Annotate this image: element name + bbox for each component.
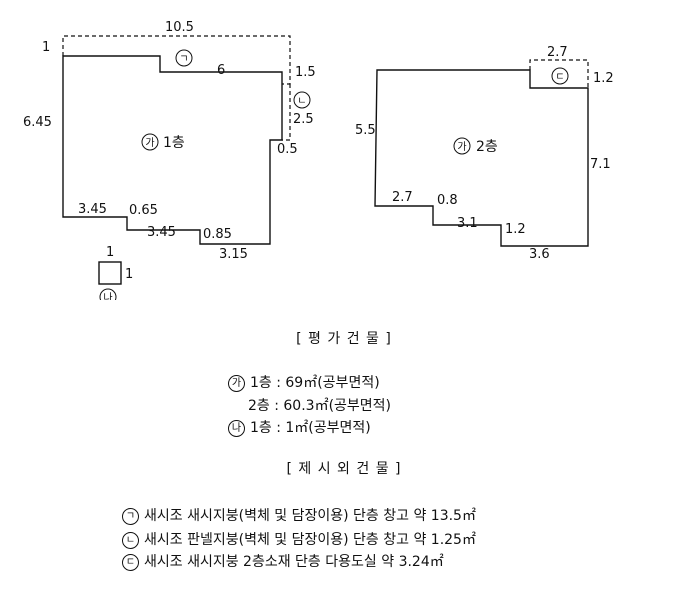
marker-d-circle: ㄷ	[122, 553, 139, 571]
b2-dim-top: 2.7	[547, 45, 568, 60]
marker-d: ㄷ	[555, 72, 564, 83]
marker-n: ㄴ	[297, 96, 306, 107]
b1-dim-left-top: 1	[42, 40, 50, 55]
section2-line-3: ㄷ 새시조 새시지붕 2층소재 단층 다용도실 약 3.24㎡	[122, 551, 444, 571]
small-box-outline	[98, 261, 122, 285]
section2-line-text: 새시조 새시지붕 2층소재 단층 다용도실 약 3.24㎡	[144, 554, 444, 570]
section1-title: [ 평 가 건 물 ]	[296, 331, 392, 347]
marker-ga1-circle	[141, 133, 159, 151]
b2-dim-b5: 3.6	[529, 247, 550, 262]
annex-g-outline	[62, 35, 291, 85]
section2-line-1: ㄱ 새시조 새시지붕(벽체 및 담장이용) 단층 창고 약 13.5㎡	[122, 505, 476, 525]
b1-dim-left: 6.45	[23, 115, 52, 130]
b1-dim-bottom-mid: 3.45	[147, 225, 176, 240]
floor-plan-diagram: 10.5 6 1 6.45 1.5 2.5 0.5 3.45 0.65 3.45…	[23, 20, 614, 300]
b1-dim-right-mid: 2.5	[293, 112, 314, 127]
section2-line-2: ㄴ 새시조 판넬지붕(벽체 및 담장이용) 단층 창고 약 1.25㎡	[122, 529, 476, 549]
marker-n-circle: ㄴ	[122, 531, 139, 549]
b2-dim-b2: 0.8	[437, 193, 458, 208]
section1-line-text: 1층 : 1㎡(공부면적)	[250, 420, 371, 436]
section1-line-text: 1층 : 69㎡(공부면적)	[250, 375, 380, 391]
marker-na-circle	[99, 288, 117, 300]
section1-line-3: 나 1층 : 1㎡(공부면적)	[228, 417, 371, 437]
building1-floor-label: 1층	[163, 135, 185, 151]
section1-line-text: 2층 : 60.3㎡(공부면적)	[248, 398, 392, 414]
b2-dim-b4: 1.2	[505, 222, 526, 237]
b1-dim-step2: 0.85	[203, 227, 232, 242]
section2-line-text: 새시조 새시지붕(벽체 및 담장이용) 단층 창고 약 13.5㎡	[144, 508, 476, 524]
marker-ga-circle: 가	[228, 374, 245, 392]
section1-line-1: 가 1층 : 69㎡(공부면적)	[228, 372, 380, 392]
b2-dim-left: 5.5	[355, 123, 376, 138]
marker-g: ㄱ	[179, 54, 188, 65]
marker-g-circle	[175, 49, 193, 67]
annex-n-outline	[282, 84, 291, 141]
b1-dim-bottom-left: 3.45	[78, 202, 107, 217]
marker-n-circle	[293, 91, 311, 109]
marker-ga1: 가	[145, 137, 154, 149]
b1-dim-right-top: 1.5	[295, 65, 316, 80]
b1-dim-top: 10.5	[165, 20, 194, 35]
b2-dim-top-right: 1.2	[593, 71, 614, 86]
b1-dim-step1: 0.65	[129, 203, 158, 218]
section2-line-text: 새시조 판넬지붕(벽체 및 담장이용) 단층 창고 약 1.25㎡	[144, 532, 476, 548]
section1-line-2: 2층 : 60.3㎡(공부면적)	[248, 395, 391, 415]
building1-outline	[62, 55, 283, 245]
b1-dim-right-low: 0.5	[277, 142, 298, 157]
building2-outline	[374, 69, 589, 247]
annex-d-outline	[529, 59, 589, 88]
b2-dim-right: 7.1	[590, 157, 611, 172]
marker-na-circle: 나	[228, 419, 245, 437]
section2-title: [ 제 시 외 건 물 ]	[286, 461, 402, 477]
marker-na: 나	[103, 292, 112, 300]
marker-g-circle: ㄱ	[122, 507, 139, 525]
building2-floor-label: 2층	[476, 139, 498, 155]
marker-ga2: 가	[457, 141, 466, 153]
b1-dim-bottom-right: 3.15	[219, 247, 248, 262]
small-box-dim-w: 1	[106, 245, 114, 260]
b1-dim-top-inner: 6	[217, 63, 225, 78]
marker-d-circle	[551, 67, 569, 85]
small-box-dim-h: 1	[125, 267, 133, 282]
b2-dim-b3: 3.1	[457, 216, 478, 231]
b2-dim-b1: 2.7	[392, 190, 413, 205]
marker-ga2-circle	[453, 137, 471, 155]
